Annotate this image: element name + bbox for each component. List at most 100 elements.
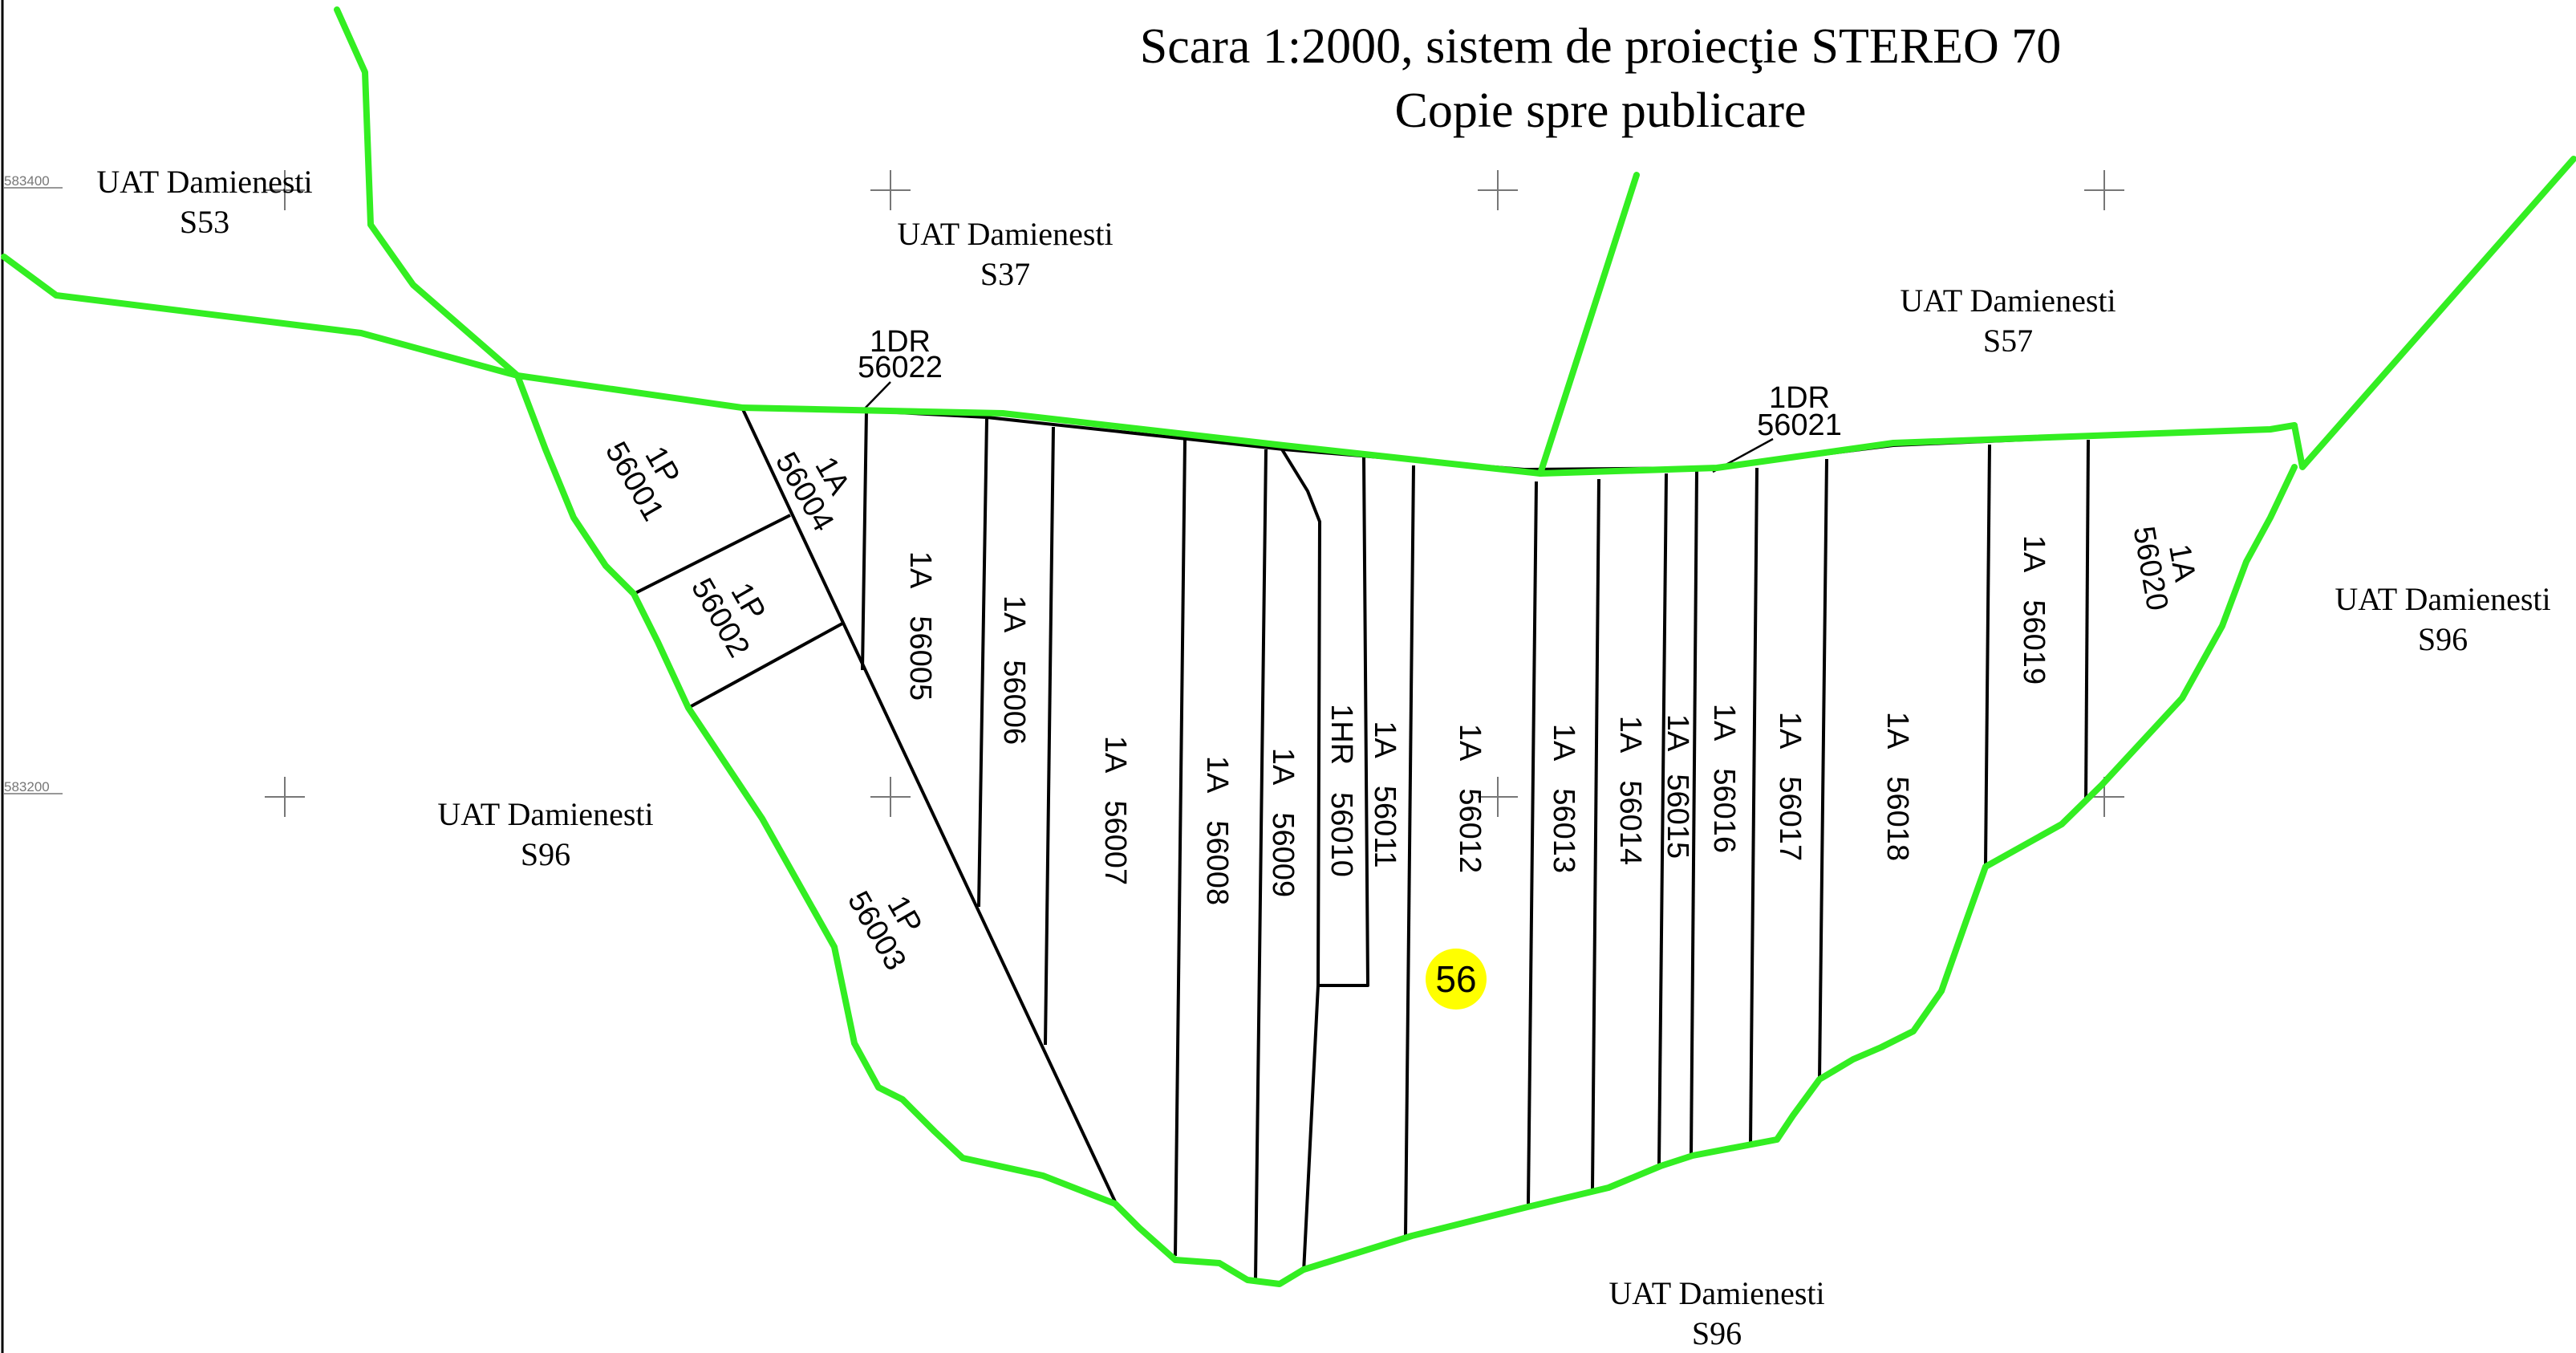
parcel-id: 56016 bbox=[1707, 768, 1741, 853]
parcel-label-56021: 1DR 56021 bbox=[1757, 381, 1842, 442]
boundary-north-left bbox=[334, 6, 521, 379]
parcel-label-56020: 1A 56020 bbox=[2126, 524, 2202, 613]
svg-text:1A56016: 1A56016 bbox=[1707, 704, 1741, 853]
parcel-56002-56003-boundary bbox=[688, 622, 843, 709]
grid-cross bbox=[1478, 170, 1518, 210]
uat-sector: S53 bbox=[180, 204, 229, 240]
boundary-north-mid bbox=[1537, 172, 1640, 477]
parcel-label-56005: 1A 56005 bbox=[903, 551, 937, 701]
parcel-line-56019-56020 bbox=[2084, 439, 2090, 803]
svg-text:1A56017: 1A56017 bbox=[1773, 712, 1807, 861]
uat-sector: S37 bbox=[980, 256, 1030, 292]
parcel-use: 1A bbox=[1661, 714, 1694, 752]
map-subtitle: Copie spre publicare bbox=[1394, 83, 1806, 138]
parcel-label-56014: 1A56014 bbox=[1613, 716, 1647, 865]
svg-text:1HR56010: 1HR56010 bbox=[1325, 704, 1358, 877]
boundary-south bbox=[1300, 464, 2298, 1273]
boundary-west-top bbox=[1, 254, 745, 411]
parcel-label-56015: 1A 56015 bbox=[1661, 714, 1694, 859]
parcel-label-56008: 1A 56008 bbox=[1200, 756, 1234, 905]
parcel-use: 1A bbox=[2162, 542, 2202, 585]
parcel-label-56016: 1A56016 bbox=[1707, 704, 1741, 853]
uat-name: UAT Damienesti bbox=[2335, 581, 2550, 617]
parcel-label-56007: 1A56007 bbox=[1098, 736, 1132, 885]
parcel-id: 56006 bbox=[997, 660, 1031, 745]
uat-sector: S57 bbox=[1983, 323, 2033, 359]
parcel-line-56007-56008 bbox=[1174, 439, 1187, 1257]
boundary-north-top bbox=[739, 404, 1544, 477]
parcel-id: 56008 bbox=[1200, 820, 1234, 905]
grid-cross bbox=[870, 170, 911, 210]
parcel-use: 1A bbox=[903, 551, 937, 589]
boundary-north-right bbox=[1537, 422, 2298, 477]
grid-cross bbox=[265, 170, 305, 210]
parcel-id: 56007 bbox=[1098, 800, 1132, 885]
sector-badge-circle bbox=[1426, 949, 1487, 1010]
parcel-line-56004-56005 bbox=[861, 410, 868, 671]
parcel-line-56005-56006 bbox=[977, 418, 988, 908]
parcel-label-56010: 1HR56010 bbox=[1325, 704, 1358, 877]
uat-name: UAT Damienesti bbox=[1608, 1275, 1824, 1311]
svg-text:1A56019: 1A 56019 bbox=[2017, 535, 2051, 685]
parcel-use: 1A bbox=[2017, 535, 2051, 573]
svg-text:1A56009: 1A 56009 bbox=[1266, 748, 1300, 897]
parcel-id: 56019 bbox=[2017, 599, 2051, 685]
boundary-southwest bbox=[514, 372, 1307, 1287]
parcel-label-56011: 1A 56011 bbox=[1368, 721, 1402, 867]
uat-sector: S96 bbox=[1692, 1315, 1742, 1351]
uat-label-S53: UAT Damienesti S53 bbox=[96, 164, 312, 240]
parcel-label-56009: 1A 56009 bbox=[1266, 748, 1300, 897]
parcel-line-56012-56013 bbox=[1527, 481, 1538, 1205]
parcel-label-56022: 1DR 56022 bbox=[858, 325, 943, 384]
svg-text:1A56013: 1A 56013 bbox=[1547, 724, 1580, 873]
parcel-id: 56012 bbox=[1453, 788, 1487, 873]
parcel-id: 56010 bbox=[1325, 792, 1358, 877]
parcel-label-56018: 1A 56018 bbox=[1880, 712, 1914, 861]
map-title: Scara 1:2000, sistem de proiecţie STEREO… bbox=[1140, 19, 2061, 74]
diagonal-1P-boundary bbox=[740, 407, 1121, 1211]
uat-label-S96-south: UAT Damienesti S96 bbox=[1608, 1275, 1824, 1351]
parcel-use: 1A bbox=[1880, 712, 1914, 750]
boundary-east bbox=[2291, 156, 2576, 470]
uat-name: UAT Damienesti bbox=[96, 164, 312, 200]
parcel-use: 1A bbox=[1613, 716, 1647, 754]
parcel-use: 1A bbox=[1200, 756, 1234, 794]
parcel-id: 56013 bbox=[1547, 788, 1580, 873]
parcel-id: 56022 bbox=[858, 351, 943, 384]
parcel-line-56013-56014 bbox=[1591, 478, 1600, 1190]
parcel-label-56001: 1P 56001 bbox=[598, 437, 686, 527]
parcel-use: 1A bbox=[1368, 721, 1402, 758]
parcel-line-56008-56009 bbox=[1254, 449, 1268, 1281]
parcel-id: 56009 bbox=[1266, 812, 1300, 897]
parcel-line-56010-56011 bbox=[1302, 985, 1320, 1273]
grid-cross bbox=[870, 777, 911, 817]
parcel-use: 1A bbox=[1547, 724, 1580, 762]
uat-name: UAT Damienesti bbox=[437, 796, 653, 832]
parcel-line-56015-56016 bbox=[1690, 470, 1698, 1156]
coord-label-583200: 583200 bbox=[4, 779, 50, 794]
parcel-id: 56020 bbox=[2126, 524, 2174, 613]
parcel-id: 56018 bbox=[1880, 776, 1914, 861]
coord-label-583400: 583400 bbox=[4, 173, 50, 189]
parcel-label-56004: 1A 56004 bbox=[769, 447, 856, 538]
parcel-id: 56005 bbox=[903, 616, 937, 701]
grid-crosses bbox=[265, 170, 2124, 817]
parcel-line-56016-56017 bbox=[1749, 467, 1759, 1144]
parcel-id: 56021 bbox=[1757, 408, 1842, 442]
parcel-id: 56011 bbox=[1368, 786, 1402, 868]
sector-number-badge: 56 bbox=[1426, 949, 1487, 1010]
parcel-label-56002: 1P 56002 bbox=[684, 573, 772, 664]
parcel-use: 1A bbox=[1266, 748, 1300, 786]
parcel-line-56014-56015 bbox=[1657, 473, 1668, 1166]
svg-text:1A56014: 1A56014 bbox=[1613, 716, 1647, 865]
parcel-line-56017-56018 bbox=[1818, 458, 1828, 1080]
uat-label-S37: UAT Damienesti S37 bbox=[897, 216, 1113, 292]
parcel-lines bbox=[517, 374, 2295, 1281]
parcel-label-56006: 1A56006 bbox=[997, 595, 1031, 745]
parcel-label-56003: 1P 56003 bbox=[841, 886, 928, 977]
parcel-id: 56015 bbox=[1661, 774, 1694, 859]
parcel-use: 1DR bbox=[1769, 381, 1830, 415]
grid-cross bbox=[265, 777, 305, 817]
svg-text:1A56012: 1A56012 bbox=[1453, 724, 1487, 873]
